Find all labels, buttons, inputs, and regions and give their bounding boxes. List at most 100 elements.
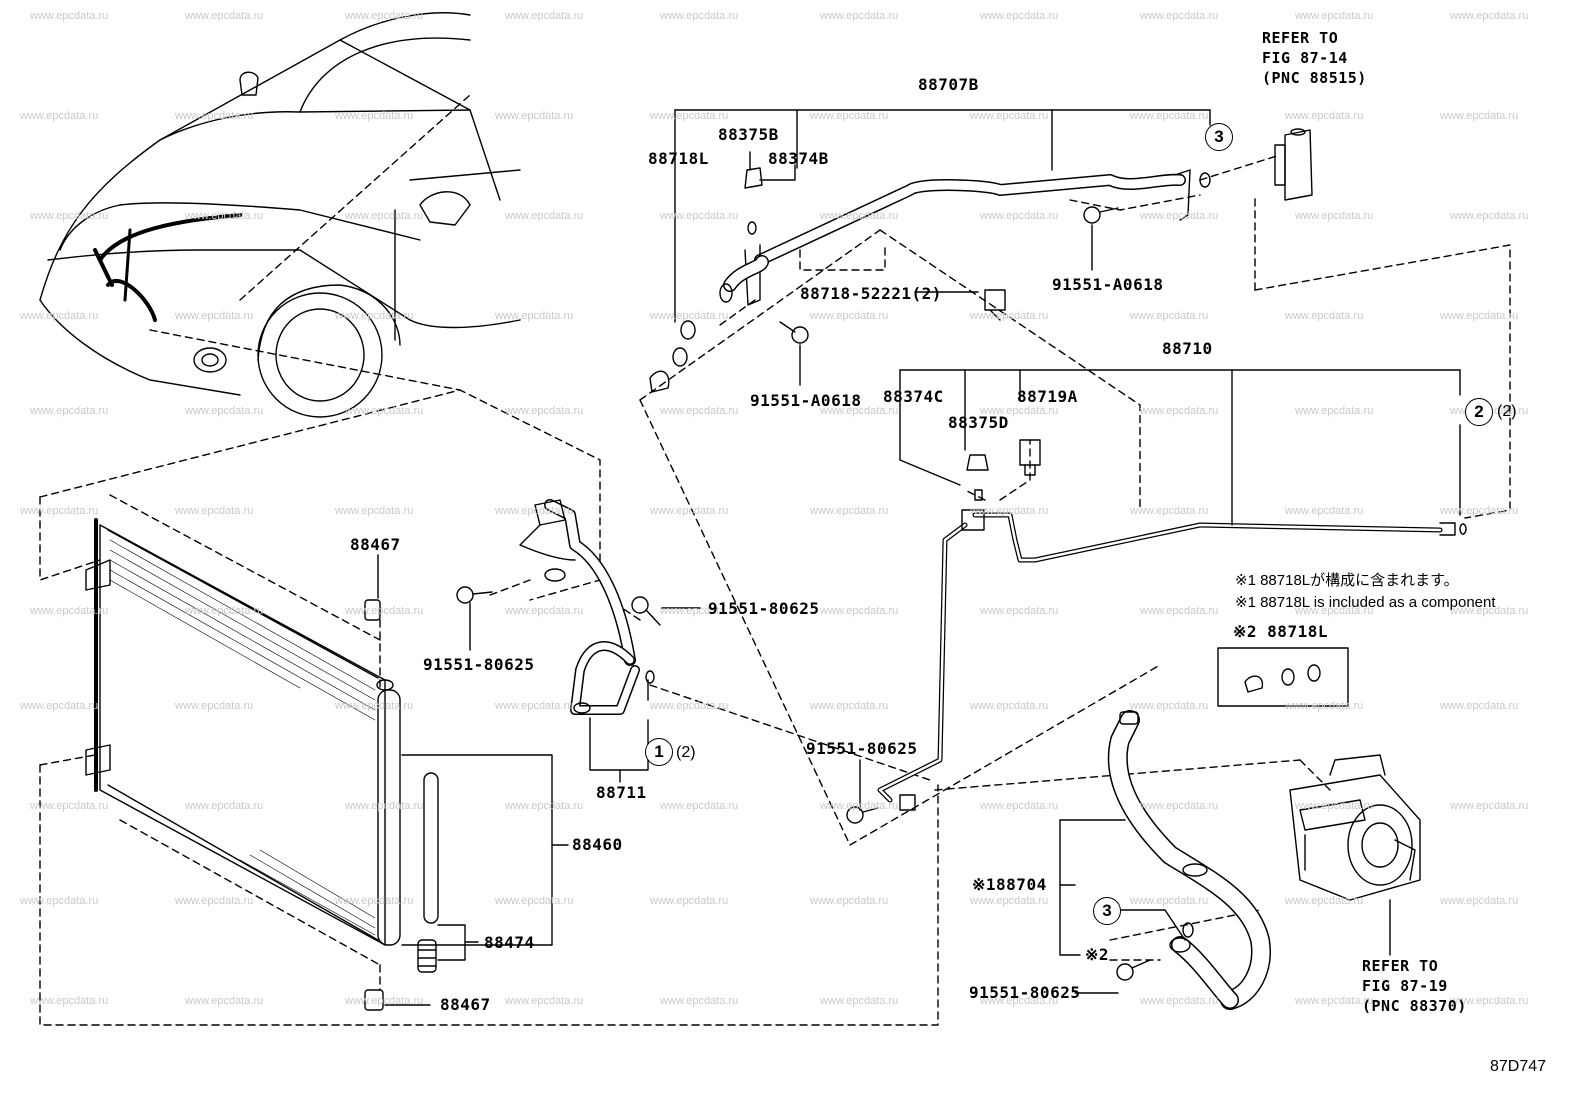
watermark-text: www.epcdata.ru	[345, 800, 424, 812]
watermark-text: www.epcdata.ru	[660, 800, 739, 812]
watermark-text: www.epcdata.ru	[1450, 10, 1529, 22]
watermark-text: www.epcdata.ru	[1140, 405, 1219, 417]
watermark-text: www.epcdata.ru	[505, 210, 584, 222]
part-label-88719a: 88719A	[1017, 387, 1078, 406]
reference-bottom-line2: FIG 87-19	[1362, 977, 1448, 995]
reference-bottom-line1: REFER TO	[1362, 957, 1439, 975]
watermark-text: www.epcdata.ru	[820, 800, 899, 812]
diagram-code: 87D747	[1490, 1058, 1547, 1075]
watermark-text: www.epcdata.ru	[1285, 310, 1364, 322]
callout-1-qty: (2)	[676, 744, 696, 761]
watermark-text: www.epcdata.ru	[1440, 505, 1519, 517]
watermark-text: www.epcdata.ru	[1440, 895, 1519, 907]
watermark-text: www.epcdata.ru	[660, 605, 739, 617]
watermark-text: www.epcdata.ru	[980, 210, 1059, 222]
watermark-text: www.epcdata.ru	[650, 505, 729, 517]
condenser-88460	[85, 518, 401, 946]
watermark-text: www.epcdata.ru	[1130, 310, 1209, 322]
watermark-text: www.epcdata.ru	[1450, 800, 1529, 812]
watermark-text: www.epcdata.ru	[20, 310, 99, 322]
watermark-text: www.epcdata.ru	[20, 110, 99, 122]
watermark-text: www.epcdata.ru	[970, 110, 1049, 122]
callout-1: 1	[645, 738, 673, 766]
watermark-text: www.epcdata.ru	[980, 800, 1059, 812]
vehicle-outline	[39, 12, 521, 418]
watermark-text: www.epcdata.ru	[1285, 700, 1364, 712]
watermark-text: www.epcdata.ru	[175, 310, 254, 322]
part-label-88711: 88711	[596, 783, 647, 802]
watermark-text: www.epcdata.ru	[820, 10, 899, 22]
watermark-text: www.epcdata.ru	[185, 995, 264, 1007]
o-rings	[649, 172, 1211, 938]
part-label-88718l-box: ※2 88718L	[1233, 622, 1328, 641]
watermark-text: www.epcdata.ru	[980, 10, 1059, 22]
watermark-text: www.epcdata.ru	[650, 895, 729, 907]
watermark-text: www.epcdata.ru	[335, 505, 414, 517]
part-label-88375d: 88375D	[948, 413, 1009, 432]
condenser-fins	[109, 539, 376, 936]
watermark-text: www.epcdata.ru	[1440, 310, 1519, 322]
part-label-88718-52221: 88718-52221(2)	[800, 284, 942, 303]
watermark-text: www.epcdata.ru	[345, 405, 424, 417]
watermark-text: www.epcdata.ru	[1140, 10, 1219, 22]
part-label-88707b: 88707B	[918, 75, 979, 94]
watermark-text: www.epcdata.ru	[505, 800, 584, 812]
watermark-text: www.epcdata.ru	[505, 605, 584, 617]
part-label-91551-80625-bottom: 91551-80625	[969, 983, 1081, 1002]
watermark-text: www.epcdata.ru	[1440, 110, 1519, 122]
watermark-text: www.epcdata.ru	[20, 505, 99, 517]
watermark-text: www.epcdata.ru	[495, 700, 574, 712]
watermark-text: www.epcdata.ru	[345, 605, 424, 617]
part-label-91551-80625-left: 91551-80625	[423, 655, 535, 674]
watermark-text: www.epcdata.ru	[335, 700, 414, 712]
watermark-text: www.epcdata.ru	[185, 10, 264, 22]
compressor	[1289, 754, 1421, 901]
watermark-text: www.epcdata.ru	[660, 405, 739, 417]
clip-88718l	[1244, 664, 1321, 693]
watermark-text: www.epcdata.ru	[970, 700, 1049, 712]
callout-note2-mark: ※2	[1085, 945, 1110, 964]
callout-2-qty: (2)	[1497, 403, 1517, 420]
part-label-88374c: 88374C	[883, 387, 944, 406]
watermark-text: www.epcdata.ru	[980, 605, 1059, 617]
watermark-text: www.epcdata.ru	[495, 310, 574, 322]
watermark-text: www.epcdata.ru	[30, 405, 109, 417]
suction-hose-88707b	[719, 167, 1191, 306]
watermark-text: www.epcdata.ru	[30, 800, 109, 812]
callout-2: 2	[1465, 398, 1493, 426]
reference-bottom: REFER TO FIG 87-19 (PNC 88370)	[1362, 956, 1467, 1016]
reference-bottom-line3: (PNC 88370)	[1362, 997, 1467, 1015]
watermark-text: www.epcdata.ru	[175, 700, 254, 712]
watermark-text: www.epcdata.ru	[1140, 210, 1219, 222]
watermark-text: www.epcdata.ru	[495, 505, 574, 517]
part-label-88467-top: 88467	[350, 535, 401, 554]
part-label-91551-80625-mid: 91551-80625	[708, 599, 820, 618]
watermark-text: www.epcdata.ru	[175, 110, 254, 122]
watermark-text: www.epcdata.ru	[1450, 210, 1529, 222]
watermark-text: www.epcdata.ru	[1450, 605, 1529, 617]
reference-top-line2: FIG 87-14	[1262, 49, 1348, 67]
watermark-text: www.epcdata.ru	[660, 10, 739, 22]
watermark-text: www.epcdata.ru	[345, 210, 424, 222]
watermark-text: www.epcdata.ru	[1440, 700, 1519, 712]
watermark-text: www.epcdata.ru	[345, 10, 424, 22]
part-label-88474: 88474	[484, 933, 535, 952]
part-label-88718l-top: 88718L	[648, 149, 709, 168]
watermark-text: www.epcdata.ru	[185, 800, 264, 812]
expansion-valve	[1274, 128, 1313, 201]
watermark-text: www.epcdata.ru	[175, 505, 254, 517]
watermark-text: www.epcdata.ru	[970, 310, 1049, 322]
part-label-88704: ※188704	[972, 875, 1047, 894]
reference-top-line1: REFER TO	[1262, 29, 1339, 47]
watermark-text: www.epcdata.ru	[1130, 700, 1209, 712]
note-jp: ※1 88718Lが構成に含まれます。	[1235, 572, 1459, 589]
part-label-88374b: 88374B	[768, 149, 829, 168]
watermark-text: www.epcdata.ru	[1130, 895, 1209, 907]
watermark-text: www.epcdata.ru	[1285, 110, 1364, 122]
discharge-line-88711	[519, 499, 655, 715]
watermark-text: www.epcdata.ru	[1130, 110, 1209, 122]
watermark-text: www.epcdata.ru	[1295, 995, 1374, 1007]
watermark-text: www.epcdata.ru	[820, 405, 899, 417]
leader-lines	[39, 94, 1511, 1026]
